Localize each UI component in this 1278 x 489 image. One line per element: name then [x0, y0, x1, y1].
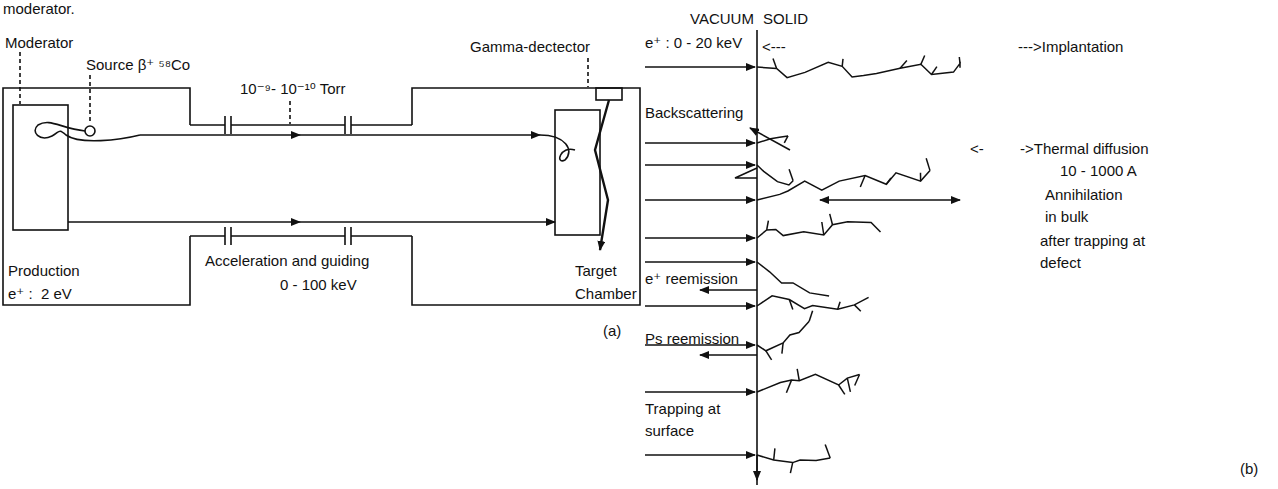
diffusion-arrow: [820, 199, 880, 201]
text-label: Acceleration and guiding: [205, 252, 369, 269]
diffusion-arrow: [880, 199, 960, 201]
reemission: [700, 354, 757, 356]
text-label: 0 - 100 keV: [280, 276, 357, 293]
backscatter: [750, 128, 790, 150]
positron-track: [757, 222, 881, 238]
branch: [847, 378, 850, 392]
text-label: defect: [1040, 254, 1081, 271]
branch: [782, 343, 783, 354]
branch: [839, 385, 845, 394]
text-label: moderator.: [3, 0, 75, 17]
positron-track: [757, 455, 830, 463]
positron-track: [757, 296, 869, 310]
branch: [766, 351, 772, 360]
insulator: [225, 116, 351, 134]
text-label: Ps reemission: [645, 330, 739, 347]
text-label: ->Thermal diffusion: [1020, 140, 1149, 157]
text-label: Moderator: [5, 34, 73, 51]
target-chamber: [412, 88, 640, 305]
text-label: VACUUM: [690, 10, 754, 27]
leader-line: [289, 101, 291, 124]
branch: [774, 448, 775, 460]
text-label: in bulk: [1045, 208, 1088, 225]
beam: [540, 135, 575, 161]
positron-track: [757, 62, 960, 77]
gamma-ray: [595, 100, 609, 250]
incoming-positron: [645, 391, 755, 393]
incoming-positron: [645, 199, 755, 201]
positron-track: [757, 136, 788, 143]
text-label: 10 - 1000 A: [1060, 162, 1137, 179]
text-label: Gamma-dectector: [470, 38, 590, 55]
production-chamber: [3, 88, 190, 305]
branch: [773, 58, 777, 68]
surface-trap: [756, 455, 758, 480]
branch: [825, 445, 830, 458]
text-label: Trapping at: [645, 400, 720, 417]
leader-line: [89, 75, 91, 124]
text-label: Backscattering: [645, 104, 743, 121]
positron-track: [757, 374, 860, 392]
leader-line: [19, 52, 21, 104]
branch: [926, 158, 930, 170]
branch: [854, 305, 860, 311]
incoming-positron: [645, 454, 755, 456]
incoming-positron: [645, 164, 755, 166]
branch: [767, 221, 769, 230]
branch: [921, 56, 925, 65]
beam: [68, 221, 300, 223]
branch: [860, 176, 865, 188]
text-label: <-: [970, 140, 984, 157]
incoming-positron: [645, 261, 755, 263]
text-label: Chamber: [575, 285, 637, 302]
target-box: [555, 110, 600, 235]
positron-path: [35, 123, 140, 141]
branch: [797, 369, 799, 381]
branch: [830, 214, 833, 225]
branch: [786, 380, 791, 393]
text-label: (b): [1240, 460, 1258, 477]
branch: [822, 222, 824, 235]
insulator: [225, 227, 351, 245]
text-label: (a): [603, 322, 621, 339]
beam: [140, 134, 300, 136]
positron-track: [757, 171, 930, 200]
surface-line: [756, 30, 758, 485]
leader-line: [587, 58, 589, 87]
text-label: after trapping at: [1040, 232, 1145, 249]
text-label: SOLID: [763, 10, 808, 27]
positron-track: [757, 321, 809, 351]
text-label: surface: [645, 422, 694, 439]
branch: [789, 169, 793, 181]
text-label: e⁺ : 2 eV: [8, 285, 72, 302]
beam-tube: [190, 124, 412, 126]
text-label: <---: [762, 38, 786, 55]
incoming-positron: [645, 305, 755, 307]
incoming-positron: [645, 237, 755, 239]
text-label: Annihilation: [1045, 186, 1123, 203]
branch: [790, 463, 792, 474]
incoming-positron: [645, 142, 755, 144]
text-label: --->Implantation: [1018, 38, 1123, 55]
reemission: [700, 289, 757, 291]
beam-tube: [190, 235, 412, 237]
text-label: e⁺ reemission: [645, 270, 738, 287]
text-label: e⁺ : 0 - 20 keV: [645, 34, 742, 51]
text-label: Target: [575, 262, 617, 279]
text-label: Source β⁺ ⁵⁸Co: [86, 56, 190, 73]
text-label: Production: [8, 262, 80, 279]
source: [85, 126, 95, 136]
branch: [809, 311, 812, 322]
positron-track: [757, 165, 793, 185]
text-label: 10⁻⁹- 10⁻¹⁰ Torr: [240, 80, 346, 97]
beam: [300, 134, 540, 136]
incoming-positron: [645, 66, 755, 68]
backscatter: [735, 168, 757, 178]
branch: [841, 59, 843, 66]
detector: [596, 88, 622, 100]
beam: [300, 221, 555, 223]
positron-track: [757, 262, 829, 296]
